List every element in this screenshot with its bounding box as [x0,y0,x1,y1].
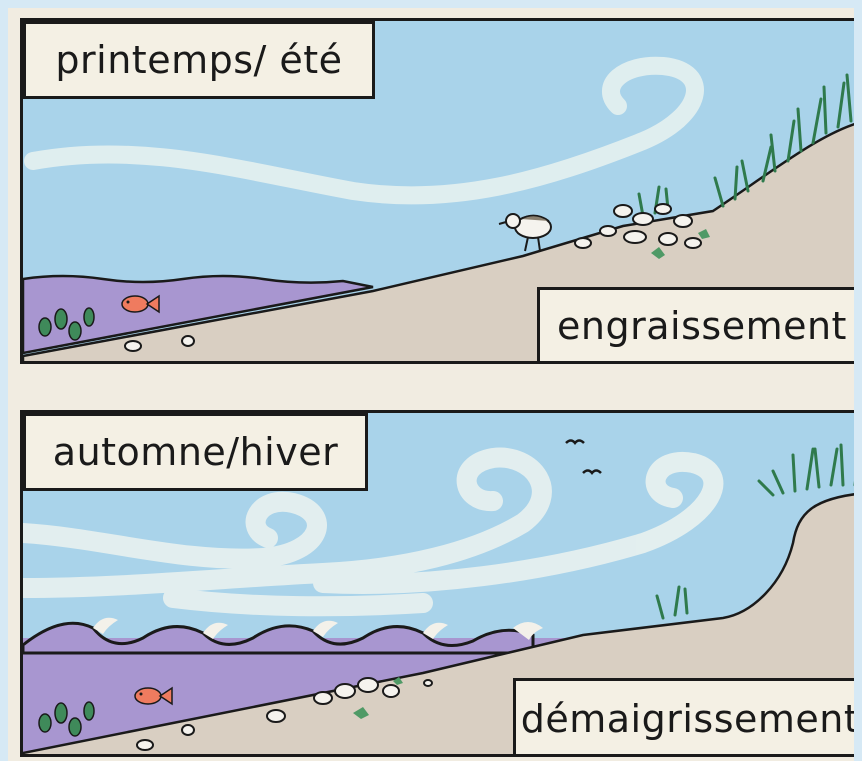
plover-bird [498,213,552,252]
left-border [0,0,8,761]
season-label: automne/hiver [23,413,368,491]
waves [23,617,543,655]
process-label: engraissement [537,287,862,361]
panel-spring-summer: printemps/ été engraissement [20,18,862,364]
seaweed [38,307,95,341]
wind-streaks [24,56,704,205]
top-border [0,0,862,8]
dune-grass [637,73,862,218]
pebbles [136,677,433,751]
process-label: démaigrissement [513,678,862,754]
beach-plants [353,677,403,719]
panel-autumn-winter: automne/hiver démaigrissement [20,410,862,757]
fish [134,686,173,706]
season-label: printemps/ été [23,21,375,99]
pebbles-upper [124,203,702,352]
seaweed [38,701,95,737]
wind-swirls [23,447,724,617]
dune-grass [655,443,861,620]
beach-plants [651,229,710,259]
right-border [854,0,862,761]
fish [121,294,160,314]
seagulls [565,439,602,475]
sea [23,274,374,355]
